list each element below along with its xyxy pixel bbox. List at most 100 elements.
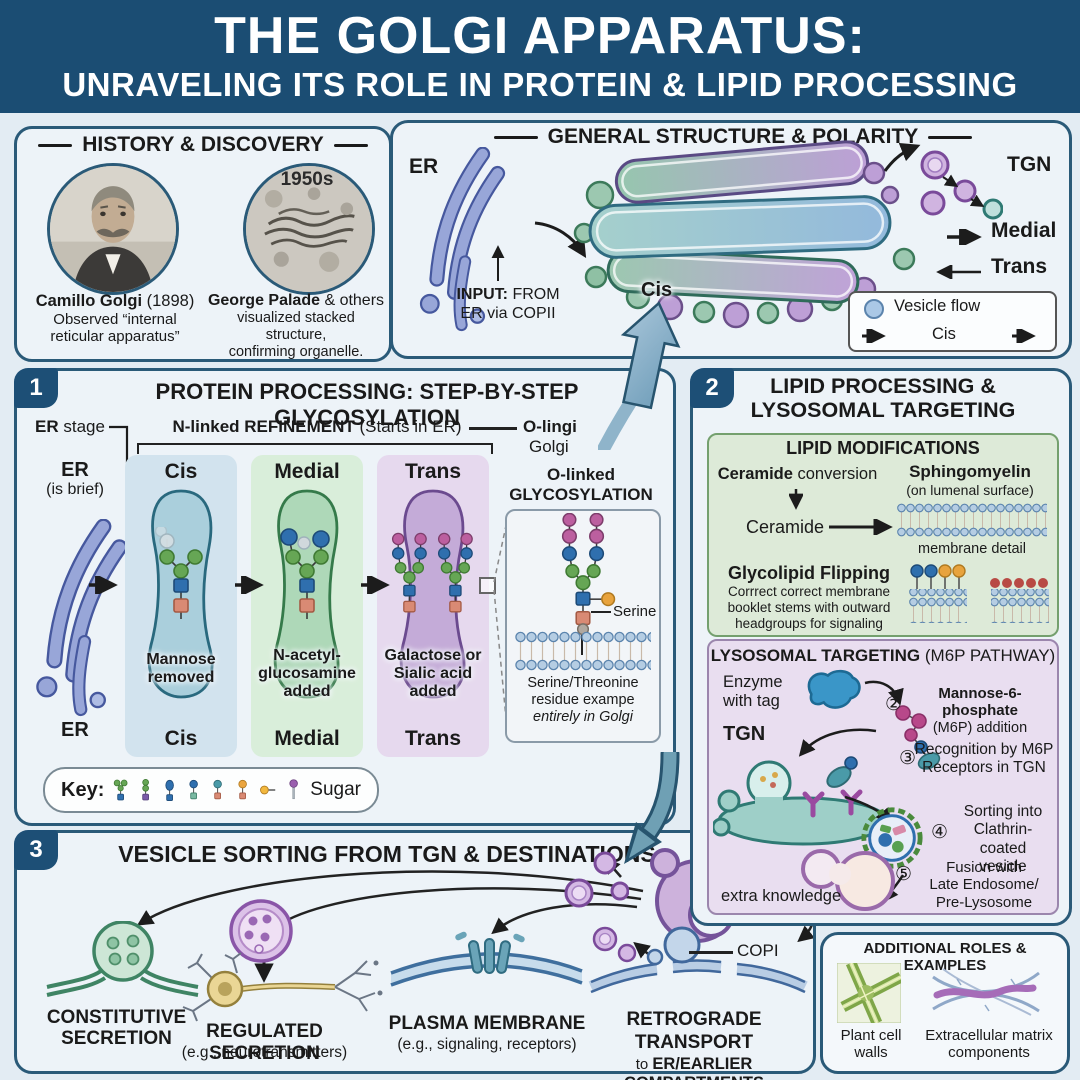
panel3-title: VESICLE SORTING FROM TGN & DESTINATIONS — [118, 841, 656, 867]
input-caption: INPUT: FROM ER via COPII — [433, 285, 583, 323]
cis-note: Mannose removed — [146, 651, 216, 687]
enzyme-to-tag-arrow — [864, 680, 904, 706]
sugar-stacked-icon — [141, 779, 149, 801]
glycolipid-flipping-icon — [909, 564, 1049, 623]
membrane-icon — [515, 631, 651, 671]
olinked-inset-box: Serine Serine/Threonine residue exampe e… — [505, 509, 661, 743]
copi-label: COPI — [737, 941, 779, 960]
nlinked-rest: (Starts in ER) — [354, 417, 462, 436]
plasma-sublabel: (e.g., signaling, receptors) — [397, 1036, 577, 1053]
constitutive-label: CONSTITUTIVE SECRETION — [46, 1007, 187, 1050]
key-sugar-label: Sugar — [310, 779, 361, 800]
plant-cell-walls-label: Plant cell walls — [840, 1027, 902, 1062]
page-title: THE GOLGI APPARATUS: — [214, 7, 866, 65]
title-dash-left — [38, 143, 73, 147]
lipid-processing-panel: 2 LIPID PROCESSING & LYSOSOMAL TARGETING… — [690, 368, 1072, 926]
sphingo-membrane-icon — [897, 503, 1047, 537]
sugar-oval-icon — [165, 779, 174, 801]
plasma-membrane-icon — [390, 931, 583, 987]
trans-arrow — [936, 265, 981, 279]
lyso-tgn-icon — [713, 756, 889, 846]
trans-note: Galactose or Sialic acid added — [384, 647, 482, 700]
constitutive-secretion-icon — [46, 921, 199, 997]
golgi-year: (1898) — [142, 292, 195, 310]
lyso-title-bold: LYSOSOMAL TARGETING — [710, 646, 921, 665]
protein-processing-panel: 1 PROTEIN PROCESSING: STEP-BY-STEP GLYCO… — [14, 368, 676, 826]
olingi-connector-line — [469, 427, 517, 430]
cis-column-header: Cis — [164, 460, 198, 483]
tgn-label: TGN — [1007, 153, 1052, 176]
trans-column-footer: Trans — [404, 727, 462, 750]
serine-label: Serine — [613, 603, 657, 620]
cis-label: Cis — [641, 279, 673, 301]
er-bottom-label: ER — [61, 719, 89, 741]
trans-column: Trans Galactose or Sialic acid added Tra… — [377, 455, 489, 757]
history-panel: HISTORY & DISCOVERY — [14, 126, 392, 362]
vesicle-icon — [864, 299, 884, 319]
sphingo-sub: (on lumenal surface) — [906, 482, 1034, 499]
sugar-yellow-dash-icon — [260, 785, 276, 795]
sugar-branched-icon — [114, 779, 128, 801]
header-banner: THE GOLGI APPARATUS: UNRAVELING ITS ROLE… — [0, 0, 1080, 113]
arrow-medial-to-trans — [361, 576, 390, 594]
lysosomal-targeting-box: LYSOSOMAL TARGETING (M6P PATHWAY) Enzyme… — [707, 639, 1059, 915]
key-box: Key: — [43, 767, 379, 813]
golgi-stack-icon — [573, 140, 916, 329]
er-to-golgi-arrow — [534, 221, 587, 258]
panel2-number-badge: 2 — [690, 368, 734, 408]
flow-down-arrow — [624, 752, 680, 864]
cis-glycan-icon — [154, 527, 203, 619]
medial-column-footer: Medial — [274, 727, 340, 750]
palade-caption: George Palade & others visualized stacke… — [205, 292, 387, 360]
retrograde-to: to — [635, 1055, 653, 1073]
em-year-label: 1950s — [280, 169, 334, 190]
title-dash-right — [928, 135, 973, 139]
er-brief-label: ER (is brief) — [31, 459, 119, 499]
lyso-tgn-label: TGN — [723, 723, 766, 745]
glycolipid-text: Corrrect correct membrane booklet stems … — [727, 584, 891, 632]
medial-label: Medial — [991, 219, 1057, 242]
retrograde-label: RETROGRADE TRANSPORT to ER/EARLIER COMPA… — [579, 1009, 809, 1080]
regulated-label: REGULATED SECRETION — [206, 1021, 323, 1064]
input-bold: INPUT: — [456, 286, 508, 303]
lipid-mod-title: LIPID MODIFICATIONS — [786, 438, 980, 458]
membrane-detail-label: membrane detail — [918, 541, 1026, 557]
input-up-arrow — [491, 245, 505, 281]
additional-roles-box: ADDITIONAL ROLES & EXAMPLES Plant cell w… — [820, 932, 1070, 1074]
flow-up-arrow — [598, 301, 681, 450]
history-title: HISTORY & DISCOVERY — [82, 133, 324, 156]
regulated-vesicle-icon — [229, 899, 293, 963]
step5-number: ⑤ — [895, 864, 913, 885]
glycolipid-title: Glycolipid Flipping — [728, 563, 890, 583]
ceramide-right-arrow — [829, 519, 893, 535]
olinked-title: O-linked GLYCOSYLATION — [509, 465, 653, 504]
step3-label: Recognition by M6P Receptors in TGN — [914, 741, 1054, 777]
golgi-description: Observed “internal reticular apparatus” — [50, 310, 180, 346]
sugar-teal-icon — [213, 779, 223, 800]
step3-number: ③ — [899, 748, 917, 769]
palade-rest: & others — [320, 292, 385, 309]
legend-cis: Cis — [932, 325, 956, 343]
lyso-title-rest: (M6P PATHWAY) — [920, 646, 1056, 665]
tgn-exit-vesicles-icon — [564, 851, 629, 908]
medial-note: N-acetyl- glucosamine added — [258, 647, 356, 700]
sugar-orange-icon — [238, 779, 247, 800]
step4-label: Sorting into Clathrin-coated vesicle — [963, 803, 1043, 875]
structure-panel: GENERAL STRUCTURE & POLARITY ER INPUT: F… — [390, 120, 1072, 359]
legend-box: Vesicle flow Cis — [848, 291, 1057, 352]
trans-glycan-icon — [391, 532, 473, 613]
nlinked-bold: N-linked REFINEMENT — [172, 417, 355, 436]
step2-bold: Mannose-6-phosphate — [938, 685, 1022, 720]
olingi-label: O-lingi — [523, 417, 577, 436]
er-icon — [29, 519, 125, 717]
er-stage-bold: ER — [35, 417, 59, 436]
title-dash-left — [493, 135, 538, 139]
medial-column-header: Medial — [274, 460, 340, 483]
olinked-glycan-icon — [561, 513, 616, 635]
ceramide-down-arrow — [789, 489, 803, 510]
retrograde-line2: ER/EARLIER COMPARTMENTS — [624, 1054, 764, 1080]
regulated-sublabel: (e.g., neurotransmitters) — [181, 1044, 348, 1061]
key-label: Key: — [61, 778, 105, 801]
medial-column: Medial N-acetyl- glucosamine added — [251, 455, 363, 757]
trans-label: Trans — [991, 255, 1048, 278]
